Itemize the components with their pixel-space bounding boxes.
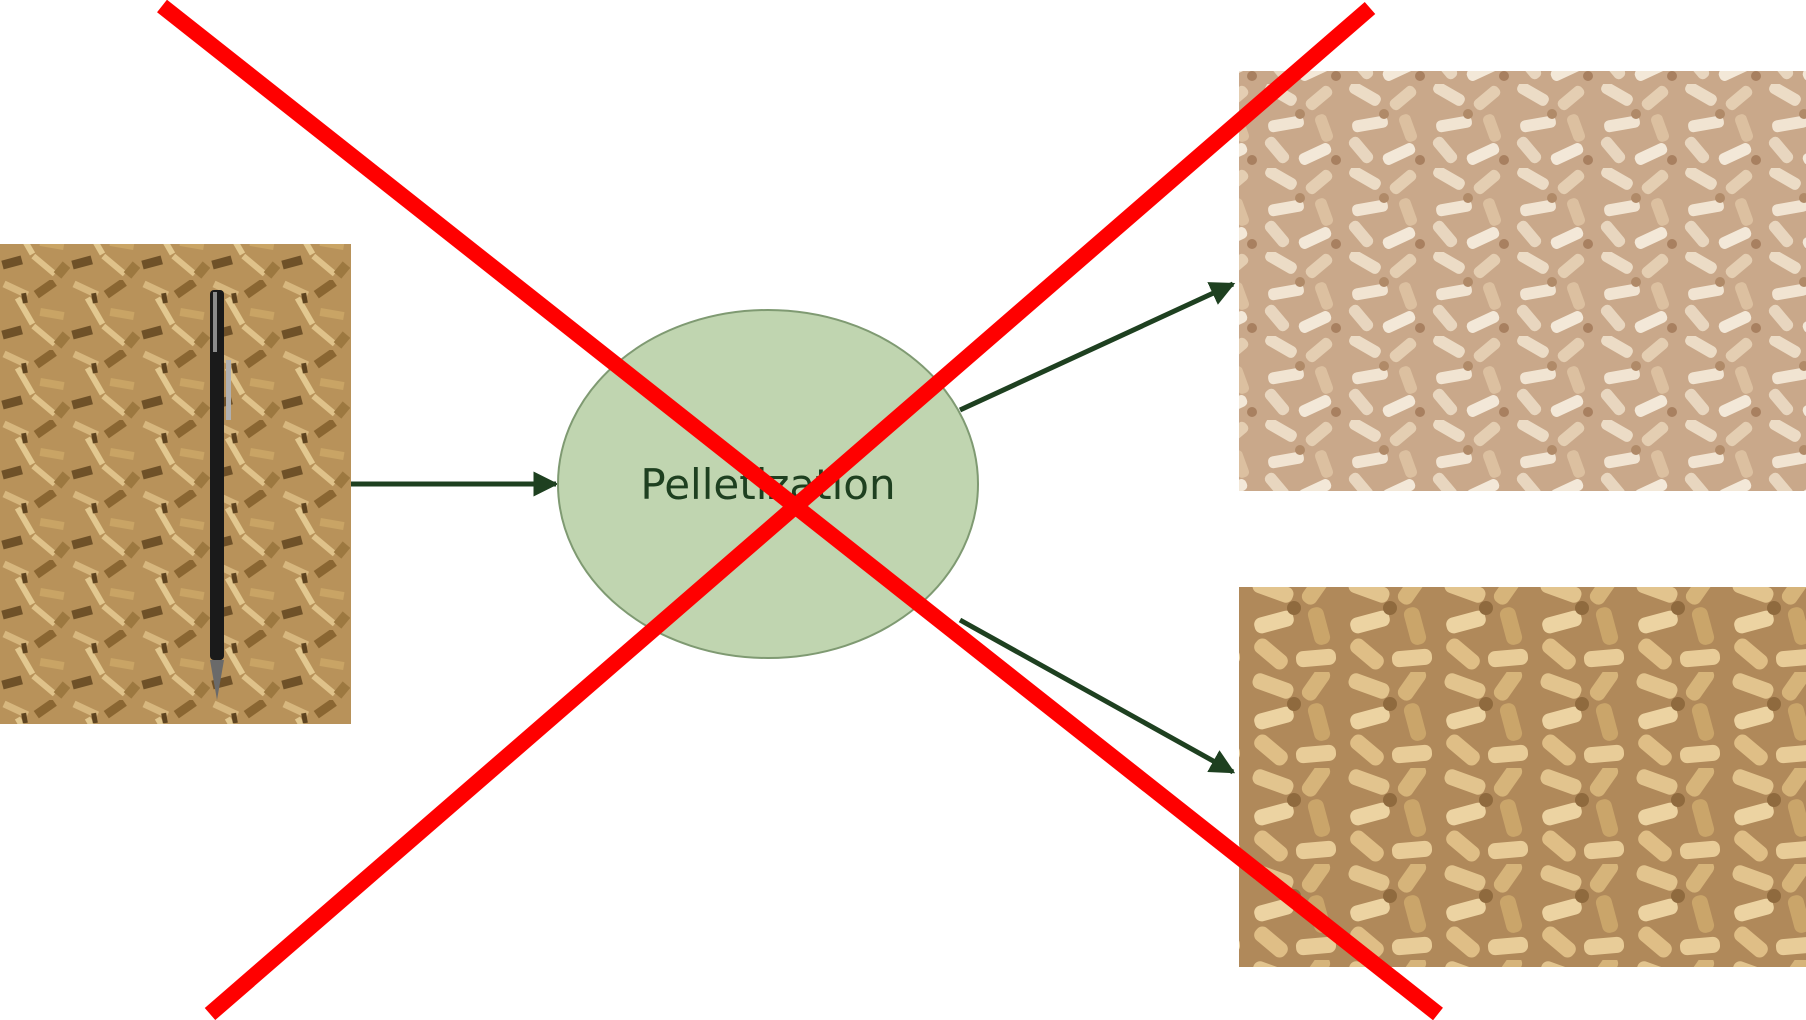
wood-chips-image <box>0 244 351 724</box>
golden-pellets-image <box>1239 587 1806 967</box>
light-pellets-image <box>1239 71 1806 491</box>
output-arrow-top <box>960 284 1233 410</box>
